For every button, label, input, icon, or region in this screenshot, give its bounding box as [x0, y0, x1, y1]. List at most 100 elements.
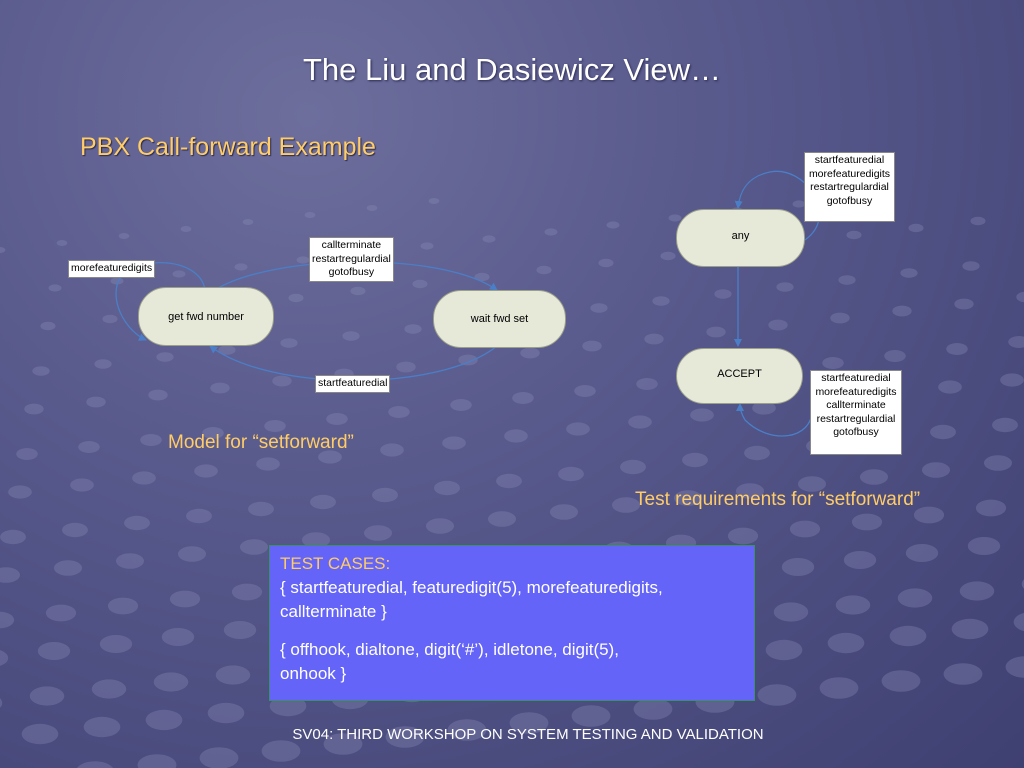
- background-dot: [487, 511, 517, 527]
- background-dot: [272, 375, 292, 387]
- background-dot: [512, 392, 534, 404]
- background-dot: [1013, 612, 1024, 632]
- background-dot: [434, 480, 460, 496]
- test-case-1-line: callterminate }: [280, 602, 387, 621]
- background-dot: [372, 487, 398, 503]
- background-dot: [16, 448, 38, 460]
- background-dot: [264, 420, 286, 432]
- state-accept: ACCEPT: [676, 348, 803, 404]
- background-dot: [115, 553, 145, 569]
- background-dot: [70, 478, 94, 492]
- background-dot: [706, 326, 726, 338]
- background-dot: [412, 279, 428, 289]
- label-accept-loop-line: startfeaturedial: [821, 372, 891, 384]
- background-dot: [1021, 579, 1024, 589]
- background-dot: [145, 709, 183, 731]
- background-dot: [1000, 373, 1024, 387]
- slide-footer: SV04: THIRD WORKSHOP ON SYSTEM TESTING A…: [292, 726, 764, 743]
- background-dot: [690, 408, 714, 422]
- background-dot: [62, 522, 88, 538]
- background-dot: [153, 672, 189, 692]
- label-accept-loop-line: morefeaturedigits: [815, 385, 897, 398]
- slide-subtitle: PBX Call-forward Example: [80, 133, 376, 161]
- background-dot: [177, 546, 207, 562]
- background-dot: [520, 347, 540, 359]
- background-dot: [256, 457, 280, 471]
- background-dot: [350, 286, 366, 296]
- test-case-2-line: { offhook, dialtone, digit(‘#’), idleton…: [280, 640, 619, 659]
- background-dot: [727, 527, 759, 545]
- background-dot: [0, 567, 21, 583]
- edge-accept-loop: [736, 403, 813, 437]
- test-cases-box: TEST CASES: { startfeaturedial, featured…: [269, 545, 755, 701]
- background-dot: [652, 296, 670, 306]
- background-dot: [318, 450, 342, 464]
- background-dot: [447, 719, 487, 741]
- test-case-1-line: { startfeaturedial, featuredigit(5), mor…: [280, 578, 663, 597]
- background-dot: [404, 324, 422, 334]
- background-dot: [566, 422, 590, 436]
- background-dot: [884, 350, 906, 362]
- background-dot: [180, 226, 192, 232]
- background-dot: [797, 476, 827, 492]
- background-dot: [194, 464, 218, 478]
- background-dot: [590, 303, 608, 313]
- background-dot: [908, 223, 924, 233]
- background-dot: [223, 621, 257, 639]
- label-any-loop-line: startfeaturedial: [814, 154, 885, 166]
- background-dot: [420, 242, 434, 250]
- background-dot: [1016, 291, 1024, 303]
- background-dot: [620, 459, 646, 475]
- background-dot: [983, 455, 1013, 471]
- background-dot: [0, 611, 15, 629]
- background-dot: [296, 256, 310, 264]
- background-dot: [8, 485, 32, 499]
- background-dot: [140, 434, 162, 446]
- label-bottom-edge: startfeaturedial: [315, 375, 391, 393]
- background-dot: [544, 228, 558, 236]
- background-dot: [234, 263, 248, 271]
- background-dot: [385, 726, 425, 748]
- background-dot: [0, 698, 3, 708]
- background-dot: [905, 544, 939, 562]
- background-dot: [582, 340, 602, 352]
- background-dot: [536, 265, 552, 275]
- background-dot: [137, 754, 177, 768]
- background-dot: [0, 650, 9, 666]
- background-dot: [37, 642, 71, 660]
- background-dot: [86, 396, 106, 408]
- background-dot: [921, 462, 951, 478]
- background-dot: [881, 670, 921, 692]
- background-dot: [900, 268, 918, 278]
- background-dot: [776, 282, 794, 292]
- label-accept-loop-line: gotofbusy: [833, 426, 879, 439]
- background-dot: [323, 733, 363, 755]
- state-any: any: [676, 209, 805, 267]
- background-dot: [242, 219, 254, 225]
- background-dot: [846, 230, 862, 240]
- test-requirements-caption: Test requirements for “setforward”: [635, 489, 921, 510]
- background-dot: [773, 602, 809, 622]
- background-dot: [396, 361, 416, 373]
- test-cases-heading: TEST CASES:: [280, 554, 391, 573]
- background-dot: [83, 716, 121, 738]
- background-dot: [231, 583, 263, 601]
- background-dot: [186, 508, 212, 524]
- background-dot: [326, 413, 348, 425]
- background-dot: [78, 441, 100, 453]
- background-dot: [789, 520, 821, 538]
- background-dot: [792, 200, 806, 208]
- slide-title: The Liu and Dasiewicz View…: [302, 52, 722, 87]
- background-dot: [425, 518, 455, 534]
- background-dot: [450, 399, 472, 411]
- background-dot: [169, 590, 201, 608]
- background-dot: [156, 352, 174, 362]
- background-dot: [970, 216, 986, 226]
- background-dot: [458, 354, 478, 366]
- background-dot: [967, 537, 1001, 555]
- background-dot: [202, 427, 224, 439]
- background-dot: [288, 293, 304, 303]
- background-dot: [301, 532, 331, 548]
- background-dot: [765, 639, 803, 661]
- label-top-edge-line: gotofbusy: [328, 266, 375, 279]
